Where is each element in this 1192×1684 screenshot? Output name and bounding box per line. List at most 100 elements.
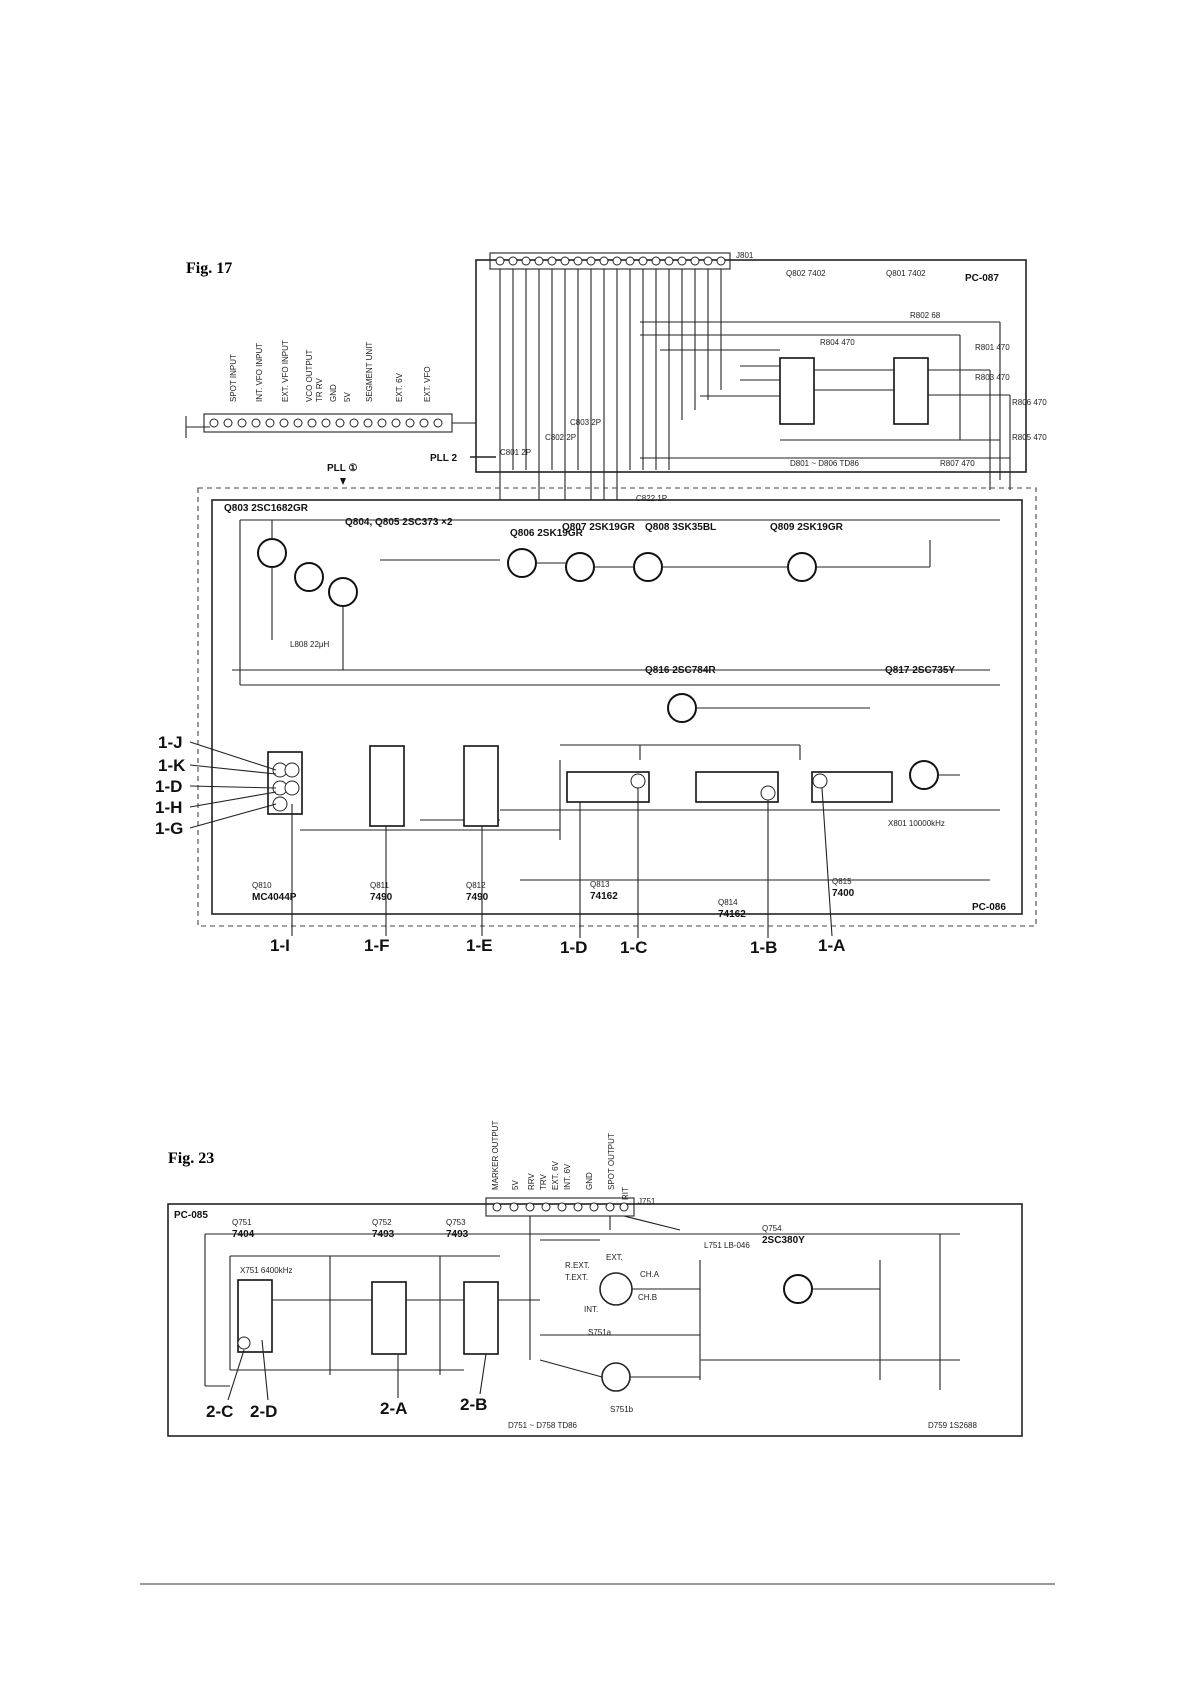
c802-label: C802 2P — [545, 433, 576, 442]
s751a-label: S751a — [588, 1328, 612, 1337]
label-ext-vfo: EXT. VFO — [423, 366, 432, 402]
fig23-input-labels: MARKER OUTPUT 5V RRV TRV EXT. 6V INT. 6V… — [491, 1121, 630, 1200]
callout-1b: 1-B — [750, 938, 777, 957]
q810-pins — [272, 762, 300, 812]
pll-input-labels: SPOT INPUT INT. VFO INPUT EXT. VFO INPUT… — [229, 340, 432, 402]
q813-part: 74162 — [590, 891, 618, 902]
q812-ref: Q812 — [466, 881, 486, 890]
q801-ic — [893, 357, 929, 425]
pc086-board-label: PC-086 — [972, 902, 1006, 913]
j801-connector — [489, 252, 731, 270]
label-ext-6v: EXT. 6V — [395, 372, 404, 402]
fig17-left-callouts: 1-J 1-K 1-D 1-H 1-G — [155, 733, 277, 838]
c803-label: C803 2P — [570, 418, 601, 427]
label-5v-23: 5V — [511, 1180, 520, 1190]
callout-1h: 1-H — [155, 798, 182, 817]
q811-ic — [369, 745, 405, 827]
callout-1d-left: 1-D — [155, 777, 182, 796]
r805-label: R805 470 — [1012, 433, 1047, 442]
callout-1k: 1-K — [158, 756, 186, 775]
r804-label: R804 470 — [820, 338, 855, 347]
q811-part: 7490 — [370, 892, 393, 903]
l751-label: L751 LB-046 — [704, 1241, 750, 1250]
pc086-board-outline — [211, 499, 1023, 915]
r802-label: R802 68 — [910, 311, 941, 320]
s751b-label: S751b — [610, 1405, 634, 1414]
pc087-diodes-label: D801 ~ D806 TD86 — [790, 459, 860, 468]
q815-ref: Q815 — [832, 877, 852, 886]
pll1-label: PLL ① — [327, 463, 357, 474]
q810-part: MC4044P — [252, 892, 297, 903]
q802-ic — [779, 357, 815, 425]
callout-1a: 1-A — [818, 936, 845, 955]
label-int-6v: INT. 6V — [563, 1163, 572, 1190]
q754-part: 2SC380Y — [762, 1235, 805, 1246]
r803-label: R803 470 — [975, 373, 1010, 382]
q754-ref: Q754 — [762, 1224, 782, 1233]
fig17-bottom-callouts: 1-I 1-F 1-E 1-D 1-C 1-B 1-A — [270, 787, 845, 957]
q801-ref: Q801 7402 — [886, 269, 926, 278]
q813-pin-marker — [630, 773, 646, 789]
x801-label: X801 10000kHz — [888, 819, 945, 828]
q754-transistor — [783, 1274, 813, 1304]
q753-ic — [463, 1281, 499, 1355]
pc086-shield — [197, 487, 1037, 927]
q812-ic — [463, 745, 499, 827]
sw-label-r-ext: R.EXT. — [565, 1261, 590, 1270]
q815-ic — [811, 771, 893, 803]
q810-ref: Q810 — [252, 881, 272, 890]
sw-label-ext: EXT. — [606, 1253, 623, 1262]
label-ext-6v-23: EXT. 6V — [551, 1160, 560, 1190]
s751a-switch — [599, 1272, 633, 1306]
label-trv: TRV — [539, 1173, 548, 1190]
callout-1c: 1-C — [620, 938, 647, 957]
callout-2b: 2-B — [460, 1395, 487, 1414]
callout-1i: 1-I — [270, 936, 290, 955]
pc087-board-outline — [475, 259, 1027, 473]
label-gnd-23: GND — [585, 1172, 594, 1190]
fig23-title: Fig. 23 — [168, 1150, 214, 1167]
label-int-vfo-input: INT. VFO INPUT — [255, 343, 264, 402]
sw-label-int: INT. — [584, 1305, 598, 1314]
label-rrv: RRV — [527, 1173, 536, 1190]
r801-label: R801 470 — [975, 343, 1010, 352]
callout-2d: 2-D — [250, 1402, 277, 1421]
q813-ref: Q813 — [590, 880, 610, 889]
callout-1g: 1-G — [155, 819, 183, 838]
sw-label-cha: CH.A — [640, 1270, 660, 1279]
fig17-title: Fig. 17 — [186, 260, 232, 277]
callout-1d: 1-D — [560, 938, 587, 957]
label-spot-output: SPOT OUTPUT — [607, 1133, 616, 1190]
label-tr-rv: TR RV — [315, 377, 324, 402]
label-gnd: GND — [329, 384, 338, 402]
q751-pin-marker — [237, 1336, 251, 1350]
q814-part: 74162 — [718, 909, 746, 920]
d759-label: D759 1S2688 — [928, 1421, 977, 1430]
q806-label: Q806 2SK19GR — [510, 528, 584, 539]
q752-ic — [371, 1281, 407, 1355]
j751-label: J751 — [638, 1197, 656, 1206]
transistor-symbols — [257, 538, 939, 790]
r806-label: R806 470 — [1012, 398, 1047, 407]
q803-label: Q803 2SC1682GR — [224, 503, 309, 514]
label-vco-output: VCO OUTPUT — [305, 349, 314, 402]
q752-ref: Q752 — [372, 1218, 392, 1227]
q808-label: Q808 3SK35BL — [645, 522, 716, 533]
q814-pin-marker — [760, 785, 776, 801]
j801-label: J801 — [736, 251, 754, 260]
pc085-board-label: PC-085 — [174, 1210, 208, 1221]
q802-ref: Q802 7402 — [786, 269, 826, 278]
label-spot-input: SPOT INPUT — [229, 354, 238, 402]
c822-label: C822 1P — [636, 494, 667, 503]
q751-ref: Q751 — [232, 1218, 252, 1227]
label-5v: 5V — [343, 392, 352, 402]
label-rit: RIT — [621, 1187, 630, 1200]
sw-label-t-ext: T.EXT. — [565, 1273, 588, 1282]
callout-2c: 2-C — [206, 1402, 233, 1421]
label-marker-output: MARKER OUTPUT — [491, 1121, 500, 1190]
callout-1f: 1-F — [364, 936, 390, 955]
q815-pin-marker — [812, 773, 828, 789]
q807-label: Q807 2SK19GR — [562, 522, 636, 533]
pll2-label: PLL 2 — [430, 453, 457, 464]
q753-ref: Q753 — [446, 1218, 466, 1227]
